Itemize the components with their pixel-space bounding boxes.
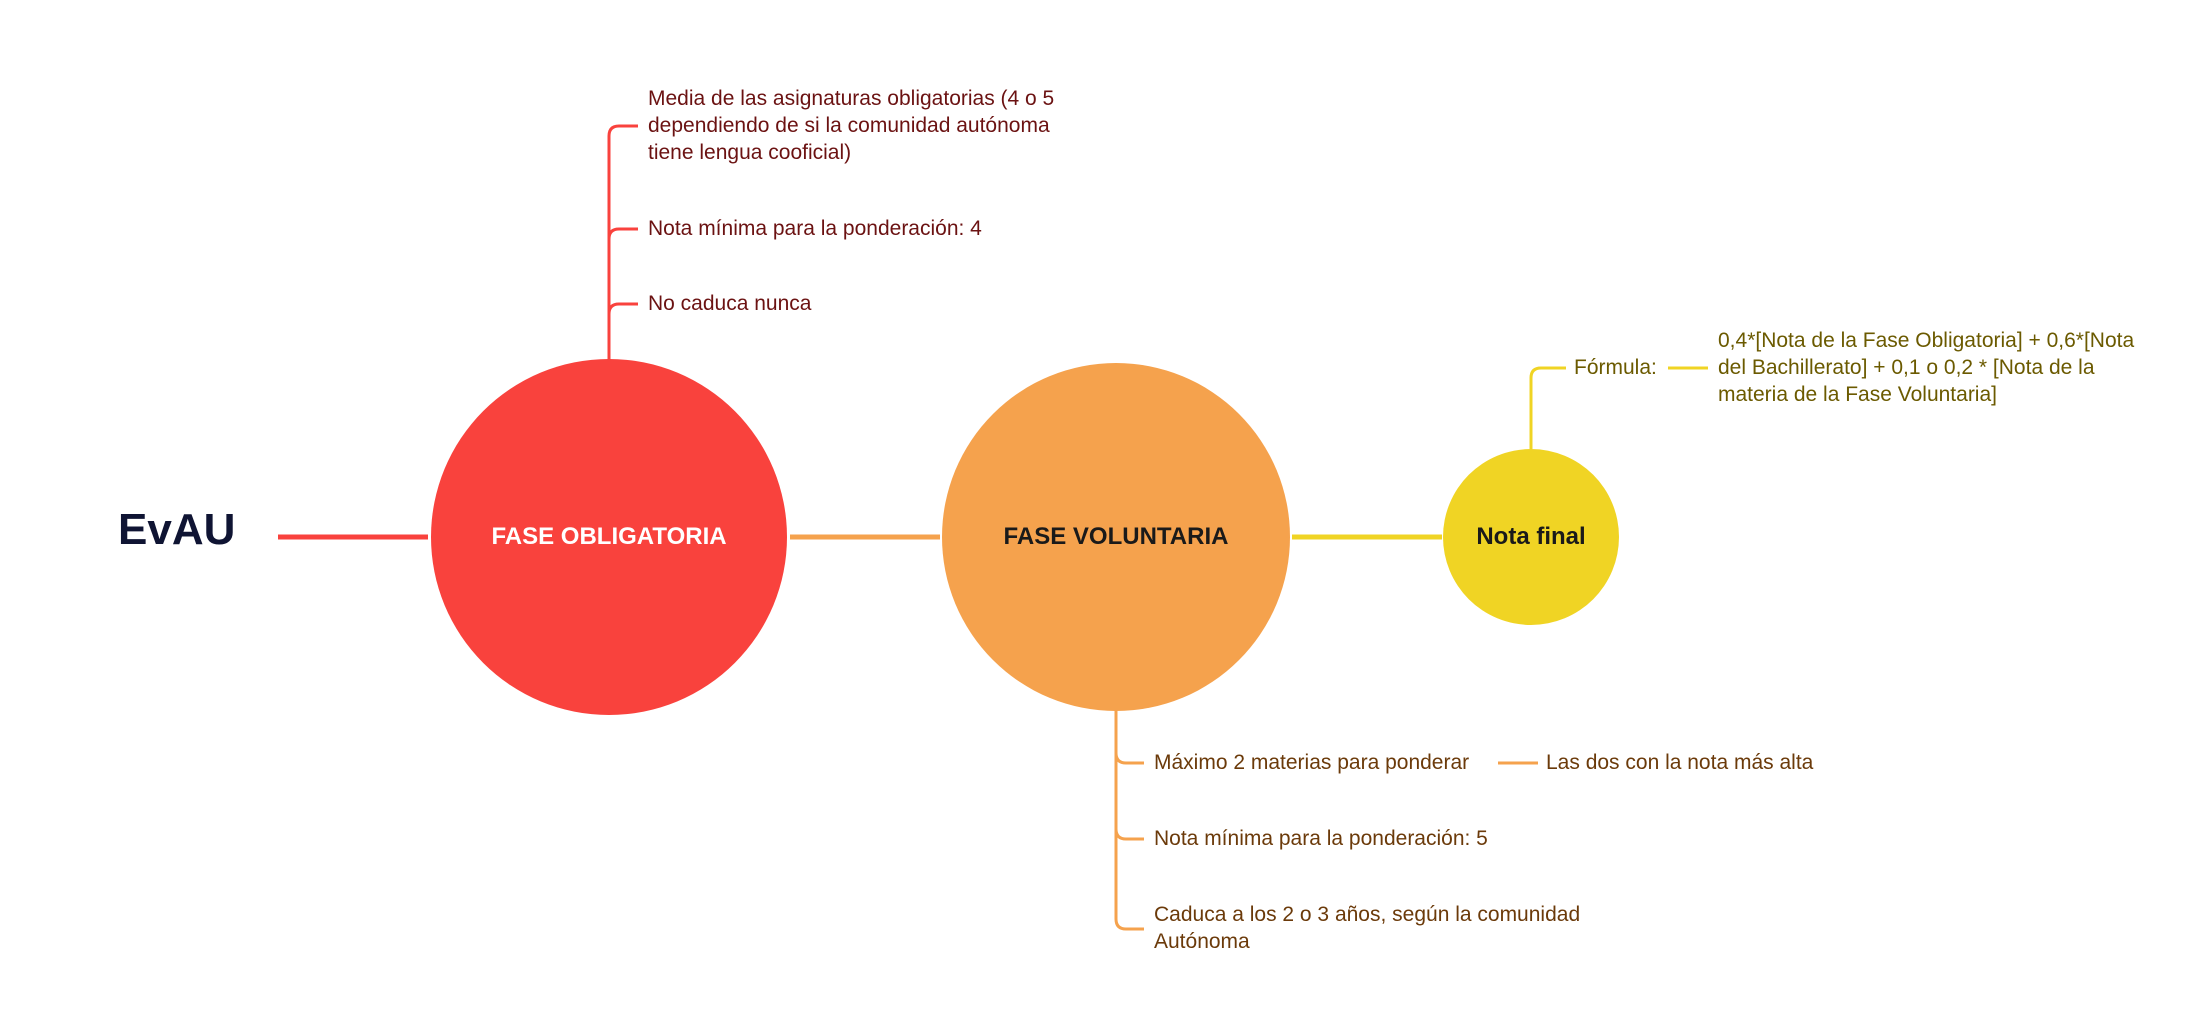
nota-final-label: Nota final	[1476, 523, 1586, 550]
obligatoria-child-media-line2: dependiendo de si la comunidad autónoma	[648, 114, 1050, 137]
nota-final-formula-text[interactable]: 0,4*[Nota de la Fase Obligatoria] + 0,6*…	[1718, 327, 2134, 408]
voluntaria-child-maximo[interactable]: Máximo 2 materias para ponderar	[1154, 751, 1470, 774]
obligatoria-child-media-line1: Media de las asignaturas obligatorias (4…	[648, 87, 1055, 110]
obligatoria-child-caducidad[interactable]: No caduca nunca	[648, 292, 812, 315]
voluntaria-child-caducidad-line1: Caduca a los 2 o 3 años, según la comuni…	[1154, 903, 1581, 926]
fase-voluntaria-label: FASE VOLUNTARIA	[1003, 523, 1229, 550]
obligatoria-child-media-line3: tiene lengua cooficial)	[648, 141, 852, 164]
voluntaria-child-nota-minima[interactable]: Nota mínima para la ponderación: 5	[1154, 827, 1488, 850]
voluntaria-subchild-nota-alta[interactable]: Las dos con la nota más alta	[1546, 751, 1814, 774]
voluntaria-child-caducidad[interactable]: Caduca a los 2 o 3 años, según la comuni…	[1154, 901, 1580, 955]
formula-line3: materia de la Fase Voluntaria]	[1718, 383, 1997, 406]
formula-line1: 0,4*[Nota de la Fase Obligatoria] + 0,6*…	[1718, 329, 2135, 352]
nota-final-branch	[1529, 366, 1708, 449]
obligatoria-child-media[interactable]: Media de las asignaturas obligatorias (4…	[648, 85, 1054, 166]
fase-obligatoria-node[interactable]	[431, 359, 787, 715]
formula-line2: del Bachillerato] + 0,1 o 0,2 * [Nota de…	[1718, 356, 2095, 379]
fase-voluntaria-node[interactable]	[942, 363, 1290, 711]
voluntaria-branch	[1114, 709, 1538, 931]
nota-final-node[interactable]	[1443, 449, 1619, 625]
nota-final-child-formula[interactable]: Fórmula:	[1574, 356, 1657, 379]
fase-obligatoria-label: FASE OBLIGATORIA	[491, 523, 727, 550]
voluntaria-child-caducidad-line2: Autónoma	[1154, 930, 1250, 953]
obligatoria-child-nota-minima[interactable]: Nota mínima para la ponderación: 4	[648, 217, 982, 240]
root-title[interactable]: EvAU	[118, 505, 236, 554]
obligatoria-branch	[607, 124, 638, 360]
